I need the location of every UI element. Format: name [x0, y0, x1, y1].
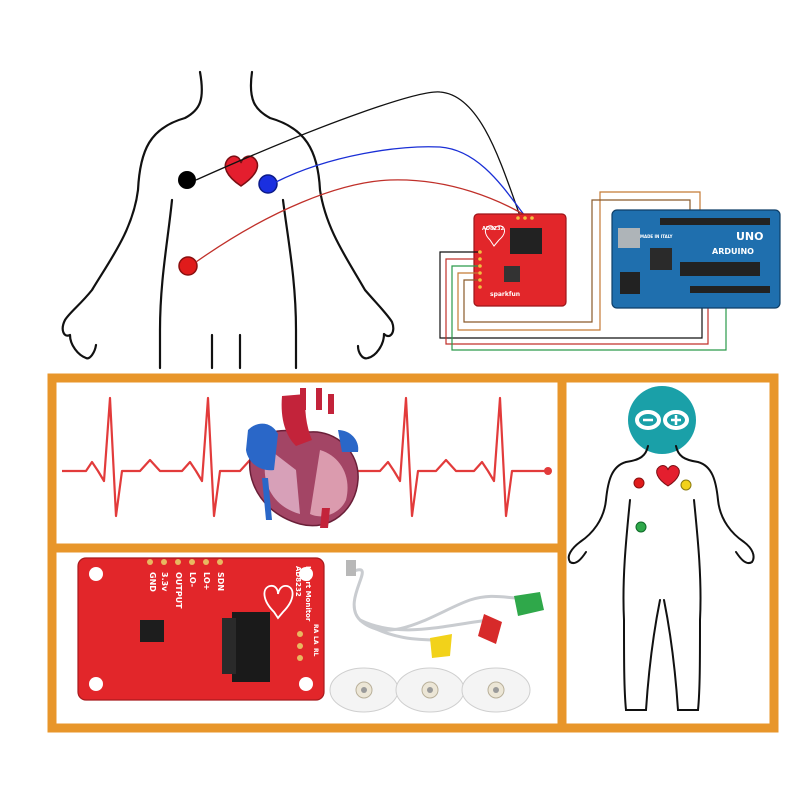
module-side-pin-rl: RL [312, 648, 319, 657]
electrode-red [178, 256, 198, 276]
ecg-leads-cable [346, 560, 544, 658]
body-outline-icon [61, 70, 395, 370]
arduino-made-in: MADE IN ITALY [640, 234, 673, 239]
anatomical-heart-icon [246, 388, 359, 528]
module-pin-sdn: SDN [216, 572, 225, 591]
arduino-logo-icon [628, 386, 696, 454]
wire-blue [275, 146, 526, 217]
module-chip-name: AD8232 [294, 566, 302, 597]
sensor-arduino-wires [439, 191, 727, 351]
orange-frame [47, 373, 779, 733]
electrode-pad-icon [461, 667, 531, 713]
module-pin-lo-plus: LO+ [202, 572, 211, 590]
arduino-brand: ARDUINO [712, 247, 754, 256]
module-side-pin-ra: RA [312, 624, 319, 634]
audio-jack-icon [510, 228, 542, 254]
wire-black [195, 91, 521, 217]
lead-green [514, 592, 544, 616]
sensor-brand-label: sparkfun [490, 291, 520, 298]
arduino-uno-board: ARDUINO UNO MADE IN ITALY [611, 209, 781, 309]
body-outline-icon [567, 445, 755, 711]
audio-jack-icon [232, 612, 270, 682]
lead-red [478, 614, 502, 644]
electrode-yellow-small [680, 479, 692, 491]
lead-yellow [430, 634, 452, 658]
electrode-blue [258, 174, 278, 194]
module-pin-lo-minus: LO- [188, 572, 197, 587]
electrode-black [178, 171, 196, 189]
module-pin-output: OUTPUT [174, 572, 183, 609]
arduino-model: UNO [736, 230, 764, 243]
ad8232-module-photo: GND 3.3v OUTPUT LO- LO+ SDN AD8232 Heart… [77, 557, 325, 701]
sensor-board-top: AD8232 sparkfun [473, 213, 567, 307]
heart-icon [656, 465, 680, 487]
module-subtitle: Heart Monitor [304, 566, 312, 622]
module-pin-33v: 3.3v [160, 572, 169, 592]
electrode-pad-icon [329, 667, 399, 713]
sensor-chip-label: AD8232 [482, 226, 504, 232]
electrode-red-small [633, 477, 645, 489]
electrode-green-small [635, 521, 647, 533]
electrode-pads [329, 667, 531, 713]
electrode-pad-icon [395, 667, 465, 713]
wire-red [195, 179, 531, 263]
module-side-pin-la: LA [312, 636, 319, 645]
module-pin-gnd: GND [148, 572, 157, 592]
